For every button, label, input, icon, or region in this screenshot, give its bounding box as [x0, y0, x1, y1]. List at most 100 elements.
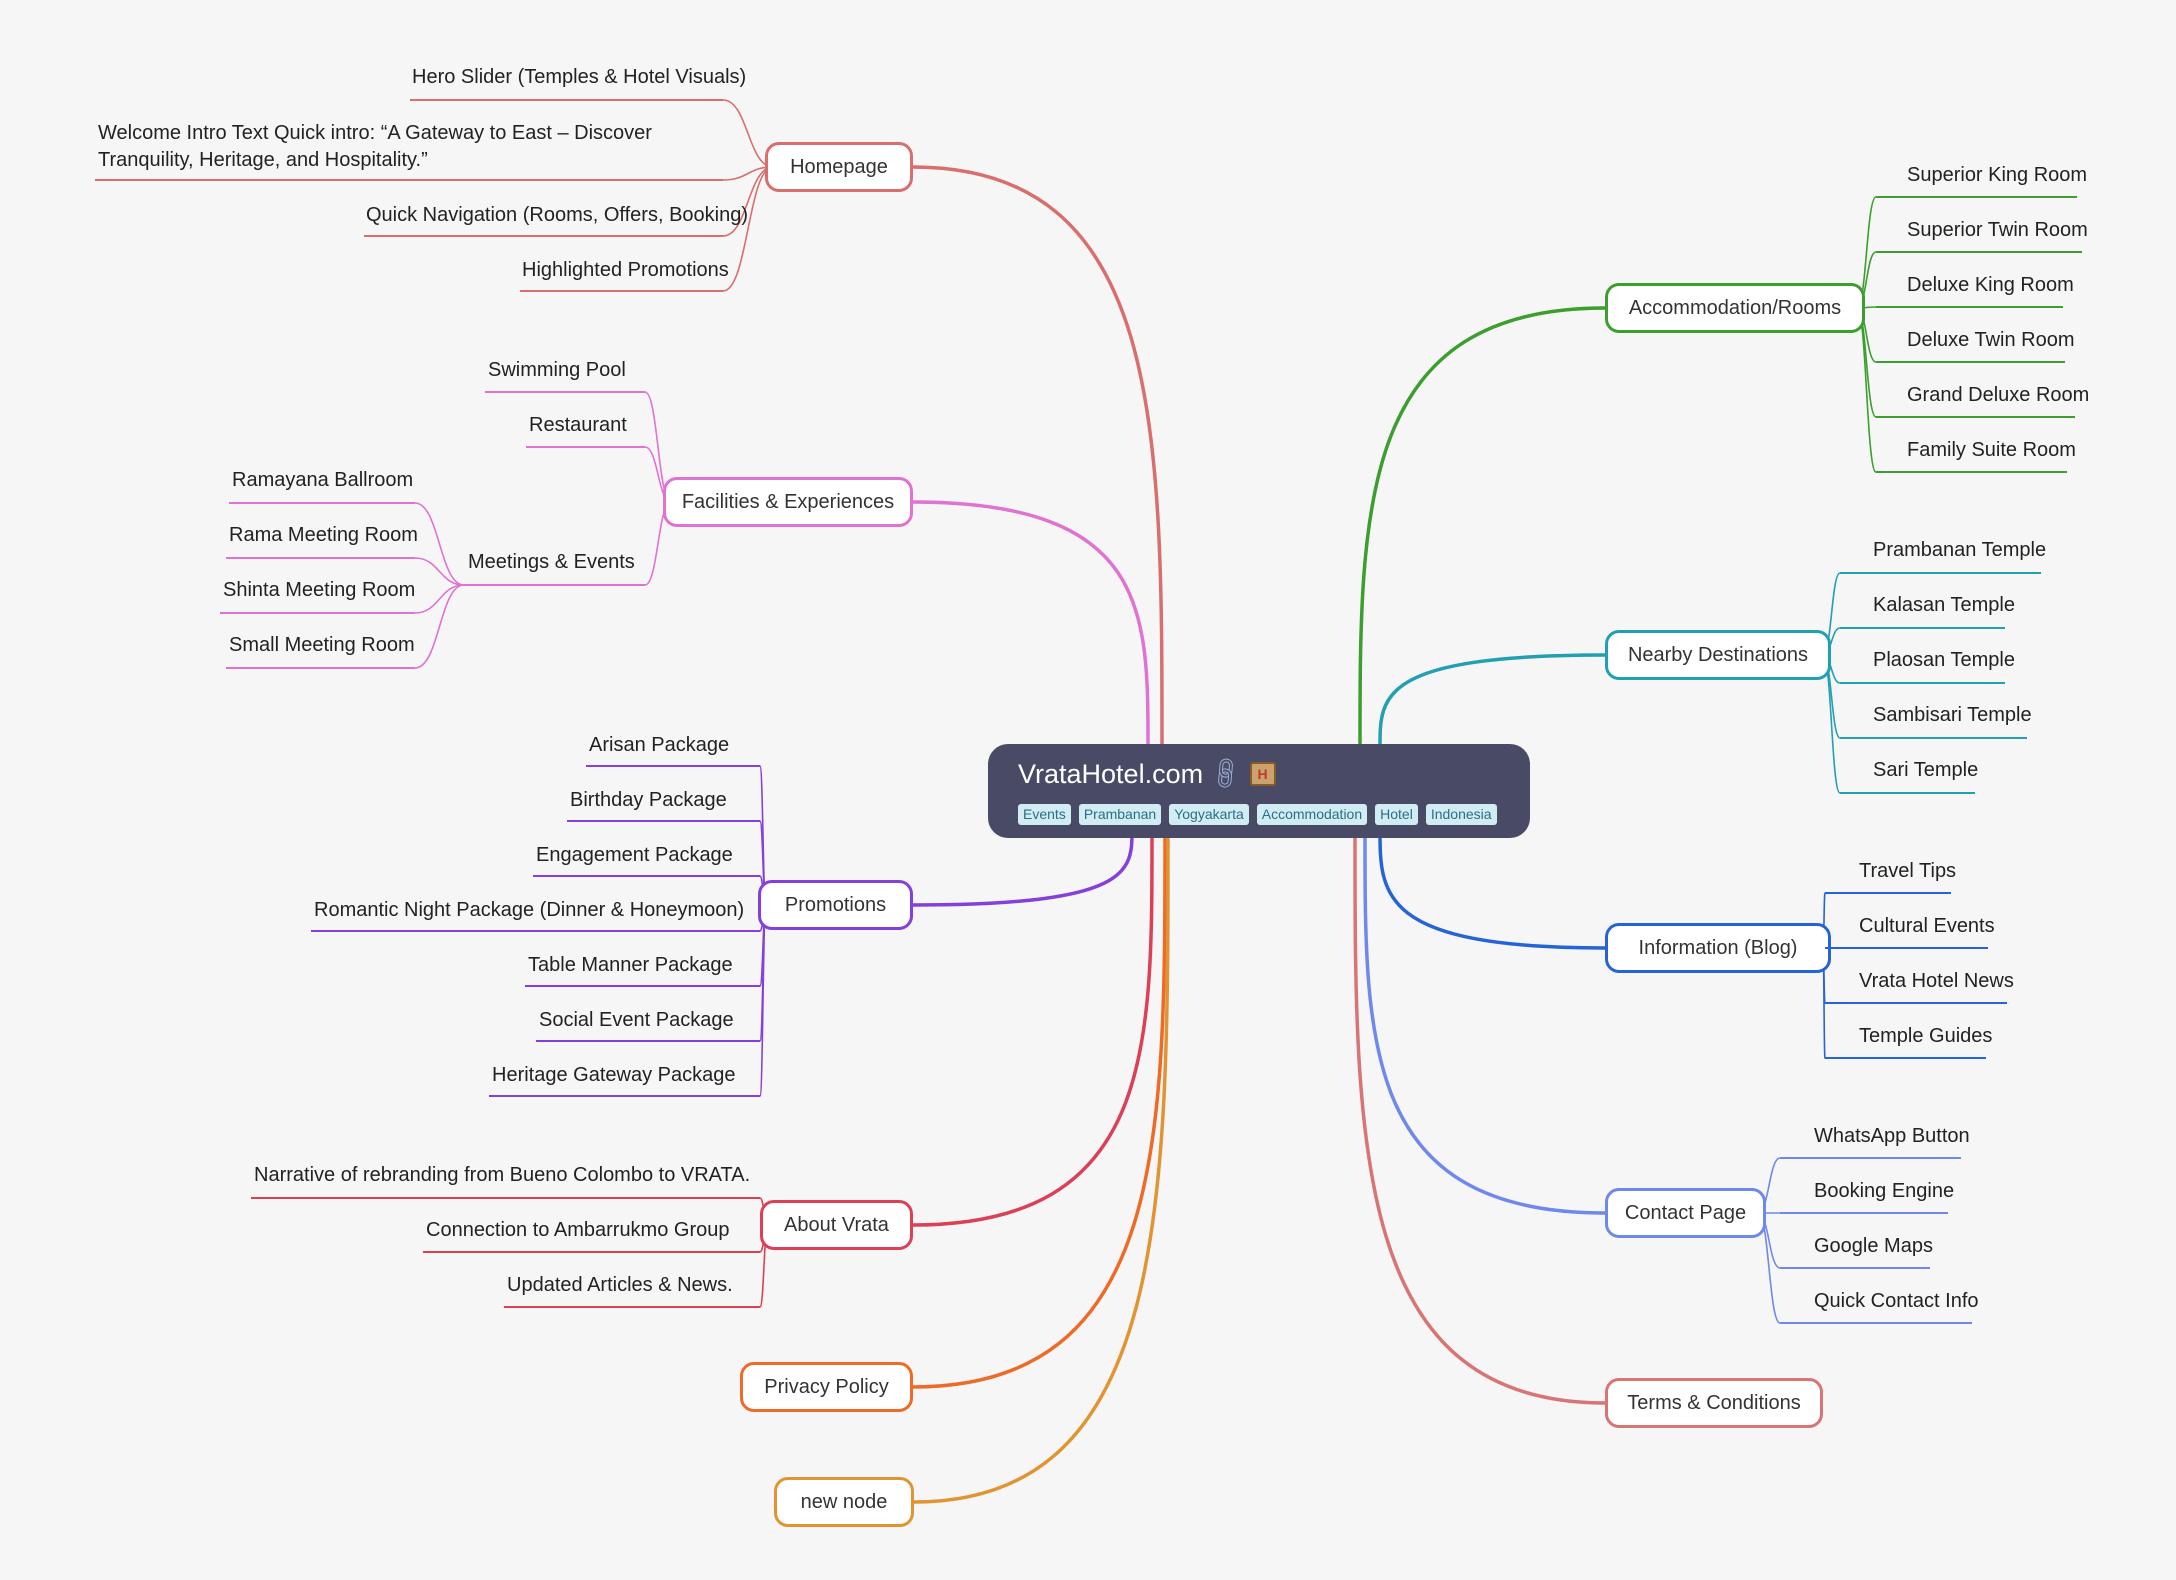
topic-tags: Events Prambanan Yogyakarta Accommodatio…	[1018, 804, 1500, 825]
leaf-underline	[1876, 416, 2075, 418]
leaf-node[interactable]: Engagement Package	[536, 844, 733, 866]
tag[interactable]: Events	[1018, 804, 1071, 825]
leaf-node[interactable]: Grand Deluxe Room	[1907, 384, 2090, 406]
leaf-node[interactable]: Swimming Pool	[488, 359, 626, 381]
branch-label: Accommodation/Rooms	[1628, 296, 1842, 319]
leaf-underline	[1840, 627, 2005, 629]
leaf-underline	[251, 1197, 760, 1199]
leaf-underline	[533, 875, 760, 877]
leaf-node[interactable]: Updated Articles & News.	[507, 1274, 733, 1296]
branch-promotions[interactable]: Promotions	[758, 880, 913, 930]
leaf-node[interactable]: Arisan Package	[589, 734, 730, 756]
leaf-node[interactable]: Plaosan Temple	[1873, 649, 2015, 671]
leaf-node[interactable]: Prambanan Temple	[1873, 539, 2047, 561]
leaf-underline	[1840, 572, 2041, 574]
leaf-underline	[1825, 1057, 1986, 1059]
leaf-underline	[536, 1040, 760, 1042]
tag[interactable]: Indonesia	[1425, 804, 1497, 825]
leaf-underline	[464, 584, 645, 586]
leaf-node[interactable]: Connection to Ambarrukmo Group	[426, 1219, 730, 1241]
branch-connector	[1378, 828, 1607, 950]
leaf-underline	[311, 930, 760, 932]
branch-contact-page[interactable]: Contact Page	[1605, 1188, 1766, 1238]
tag[interactable]: Hotel	[1375, 804, 1418, 825]
branch-label: Privacy Policy	[764, 1375, 889, 1398]
leaf-node[interactable]: Birthday Package	[570, 789, 727, 811]
leaf-node[interactable]: Quick Navigation (Rooms, Offers, Booking…	[366, 204, 749, 226]
branch-label: Contact Page	[1624, 1201, 1747, 1224]
tag[interactable]: Prambanan	[1078, 804, 1162, 825]
leaf-connector	[414, 557, 465, 586]
leaf-node[interactable]: Welcome Intro Text Quick intro: “A Gatew…	[98, 122, 652, 171]
leaf-underline	[1876, 251, 2082, 253]
branch-accommodation-rooms[interactable]: Accommodation/Rooms	[1605, 283, 1865, 333]
leaf-node[interactable]: Deluxe King Room	[1907, 274, 2074, 296]
leaf-underline	[95, 179, 723, 181]
tag[interactable]: Yogyakarta	[1169, 804, 1249, 825]
leaf-underline	[586, 765, 760, 767]
leaf-node[interactable]: Vrata Hotel News	[1859, 970, 2014, 992]
leaf-node[interactable]: Heritage Gateway Package	[492, 1064, 736, 1086]
link-icon[interactable]: 🔗︎	[1205, 753, 1247, 794]
leaf-underline	[1825, 1002, 2007, 1004]
leaf-underline	[526, 446, 645, 448]
leaf-node[interactable]: Narrative of rebranding from Bueno Colom…	[254, 1164, 751, 1186]
leaf-underline	[1840, 792, 1975, 794]
leaf-node[interactable]: Shinta Meeting Room	[223, 579, 416, 601]
leaf-node[interactable]: Temple Guides	[1859, 1025, 1993, 1047]
leaf-node[interactable]: Quick Contact Info	[1814, 1290, 1979, 1312]
hotel-icon: H	[1249, 762, 1276, 786]
branch-privacy-policy[interactable]: Privacy Policy	[740, 1362, 913, 1412]
leaf-node[interactable]: Family Suite Room	[1907, 439, 2076, 461]
branch-label: Nearby Destinations	[1627, 643, 1809, 666]
leaf-node[interactable]: Superior King Room	[1907, 164, 2088, 186]
branch-about-vrata[interactable]: About Vrata	[760, 1200, 913, 1250]
leaf-underline	[1840, 682, 2005, 684]
leaf-node[interactable]: Highlighted Promotions	[522, 259, 729, 281]
leaf-underline	[1780, 1322, 1972, 1324]
leaf-node[interactable]: Sambisari Temple	[1873, 704, 2032, 726]
leaf-node[interactable]: Booking Engine	[1814, 1180, 1955, 1202]
branch-terms-conditions[interactable]: Terms & Conditions	[1605, 1378, 1823, 1428]
leaf-node[interactable]: Kalasan Temple	[1873, 594, 2015, 616]
leaf-node[interactable]: Meetings & Events	[468, 551, 635, 573]
leaf-underline	[1780, 1157, 1961, 1159]
leaf-node[interactable]: Table Manner Package	[528, 954, 733, 976]
leaf-connector	[414, 584, 465, 614]
branch-connector	[1363, 836, 1607, 1215]
leaf-node[interactable]: Hero Slider (Temples & Hotel Visuals)	[412, 66, 747, 88]
leaf-node[interactable]: Superior Twin Room	[1907, 219, 2088, 241]
leaf-node[interactable]: WhatsApp Button	[1814, 1125, 1970, 1147]
central-topic[interactable]: VrataHotel.com 🔗︎ H Events Prambanan Yog…	[988, 744, 1530, 838]
leaf-node[interactable]: Cultural Events	[1859, 915, 1995, 937]
branch-nearby-destinations[interactable]: Nearby Destinations	[1605, 630, 1831, 680]
leaf-node[interactable]: Deluxe Twin Room	[1907, 329, 2075, 351]
branch-label: Homepage	[790, 155, 888, 178]
leaf-node[interactable]: Romantic Night Package (Dinner & Honeymo…	[314, 899, 745, 921]
leaf-underline	[364, 235, 723, 237]
branch-facilities-experiences[interactable]: Facilities & Experiences	[663, 477, 913, 527]
leaf-node[interactable]: Travel Tips	[1859, 860, 1957, 882]
branch-connector	[911, 165, 1164, 748]
leaf-node[interactable]: Ramayana Ballroom	[232, 469, 414, 491]
central-topic-title: VrataHotel.com	[1018, 758, 1204, 789]
branch-label: Terms & Conditions	[1627, 1391, 1801, 1414]
leaf-underline	[1876, 306, 2063, 308]
leaf-underline	[525, 985, 760, 987]
branch-connector	[911, 500, 1150, 748]
tag[interactable]: Accommodation	[1256, 804, 1368, 825]
leaf-node[interactable]: Google Maps	[1814, 1235, 1933, 1257]
branch-information-blog[interactable]: Information (Blog)	[1605, 923, 1831, 973]
leaf-underline	[485, 391, 645, 393]
branch-new-node[interactable]: new node	[774, 1477, 914, 1527]
branch-label: About Vrata	[784, 1213, 889, 1236]
leaf-node[interactable]: Restaurant	[529, 414, 627, 436]
branch-homepage[interactable]: Homepage	[765, 142, 913, 192]
leaf-node[interactable]: Rama Meeting Room	[229, 524, 418, 546]
leaf-connector	[722, 166, 774, 292]
branch-label: Promotions	[784, 893, 887, 916]
leaf-node[interactable]: Small Meeting Room	[229, 634, 415, 656]
leaf-node[interactable]: Sari Temple	[1873, 759, 1979, 781]
leaf-node[interactable]: Social Event Package	[539, 1009, 734, 1031]
